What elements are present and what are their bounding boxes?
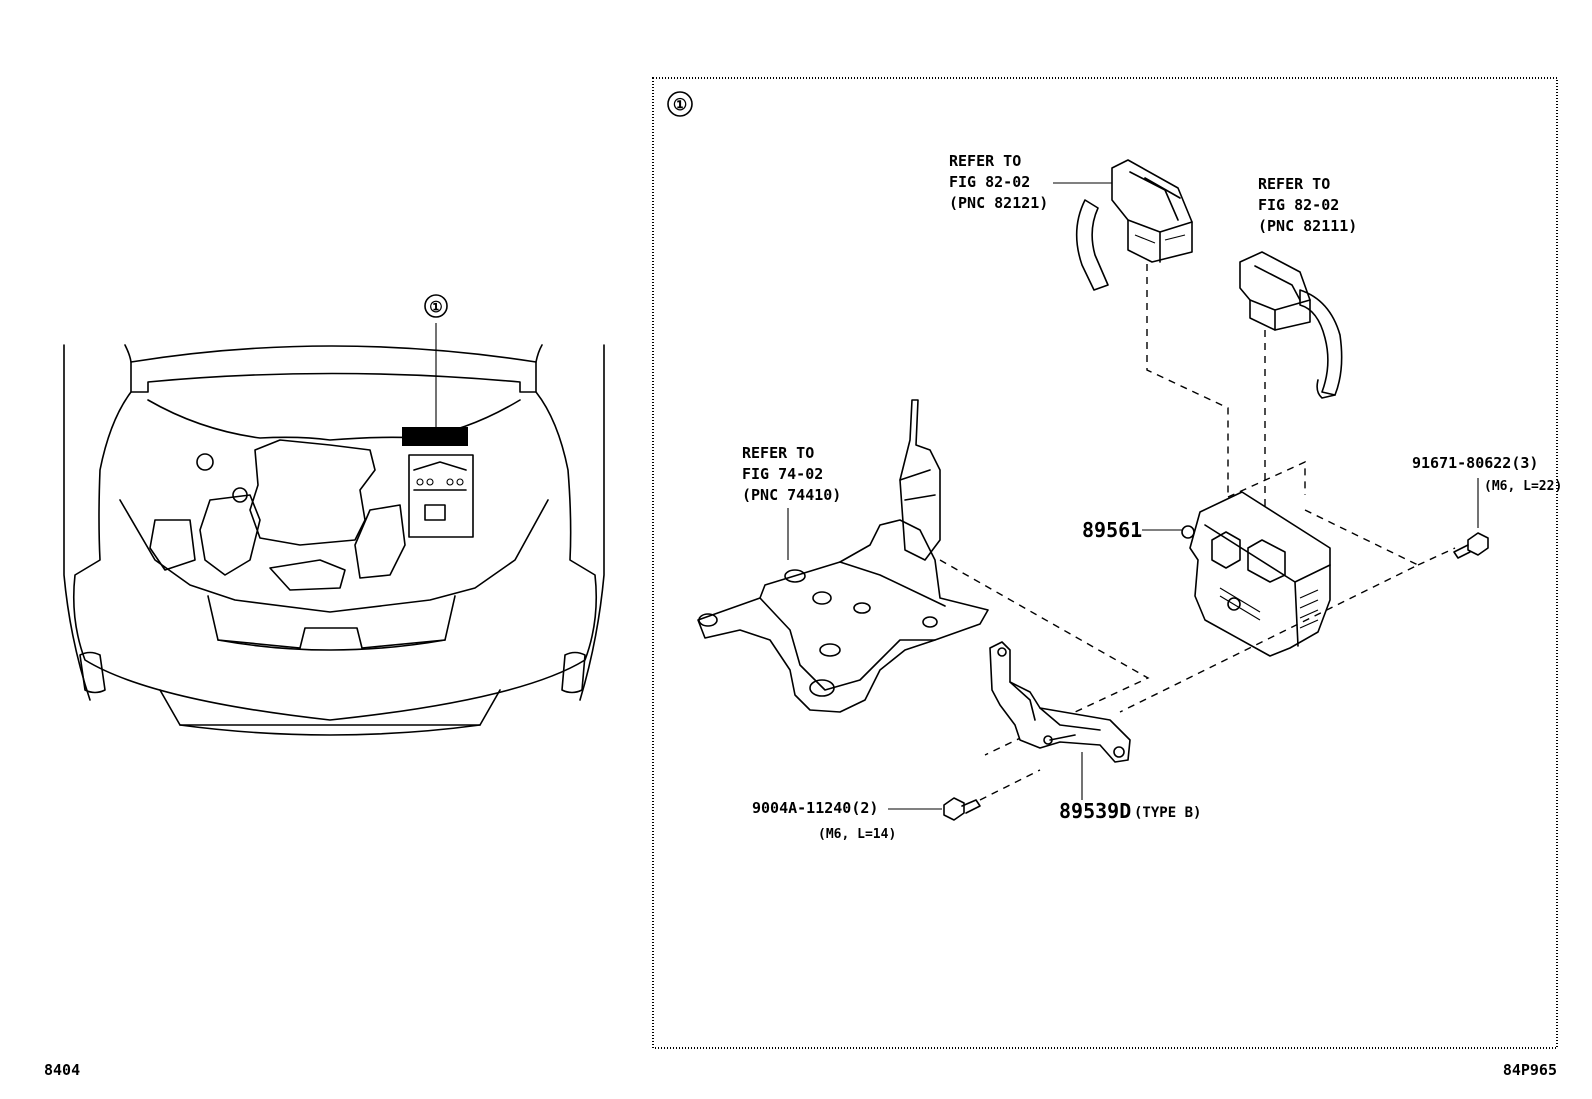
frame-callout: ① xyxy=(673,95,687,114)
svg-text:(PNC 82111): (PNC 82111) xyxy=(1258,217,1357,235)
part-9004A-spec: (M6, L=14) xyxy=(818,827,896,842)
overview-callout: ① xyxy=(429,298,442,316)
part-91671-label: 91671-80622(3) xyxy=(1412,454,1538,472)
svg-text:FIG 82-02: FIG 82-02 xyxy=(949,173,1030,191)
svg-text:FIG 82-02: FIG 82-02 xyxy=(1258,196,1339,214)
svg-text:(PNC 82121): (PNC 82121) xyxy=(949,194,1048,212)
footer-left-code: 8404 xyxy=(44,1061,80,1079)
vehicle-overview: ① xyxy=(63,294,605,736)
footer-right-code: 84P965 xyxy=(1503,1061,1557,1079)
ref-label-74410: REFER TO FIG 74-02 (PNC 74410) xyxy=(742,444,841,560)
connector-82121 xyxy=(1075,159,1193,291)
svg-text:REFER TO: REFER TO xyxy=(1258,175,1330,193)
part-9004A-label: 9004A-11240(2) xyxy=(752,799,878,817)
part-89561-label: 89561 xyxy=(1082,518,1142,542)
svg-text:(PNC 74410): (PNC 74410) xyxy=(742,486,841,504)
svg-text:REFER TO: REFER TO xyxy=(949,152,1021,170)
battery-tray xyxy=(697,399,989,713)
svg-text:REFER TO: REFER TO xyxy=(742,444,814,462)
highlight-bar xyxy=(402,427,468,446)
svg-text:FIG 74-02: FIG 74-02 xyxy=(742,465,823,483)
bolt-9004A xyxy=(943,797,981,821)
connector-82111 xyxy=(1239,251,1343,399)
computer-89561 xyxy=(1181,491,1331,657)
part-89539D-note: (TYPE B) xyxy=(1134,805,1201,821)
ref-label-82111: REFER TO FIG 82-02 (PNC 82111) xyxy=(1258,175,1357,235)
bracket-89539D xyxy=(989,641,1131,763)
part-89539D-label: 89539D xyxy=(1059,799,1131,823)
part-91671-spec: (M6, L=22) xyxy=(1484,479,1562,494)
bolt-91671 xyxy=(1453,532,1489,559)
detail-frame xyxy=(652,77,1558,1049)
ref-label-82121: REFER TO FIG 82-02 (PNC 82121) xyxy=(949,152,1112,212)
